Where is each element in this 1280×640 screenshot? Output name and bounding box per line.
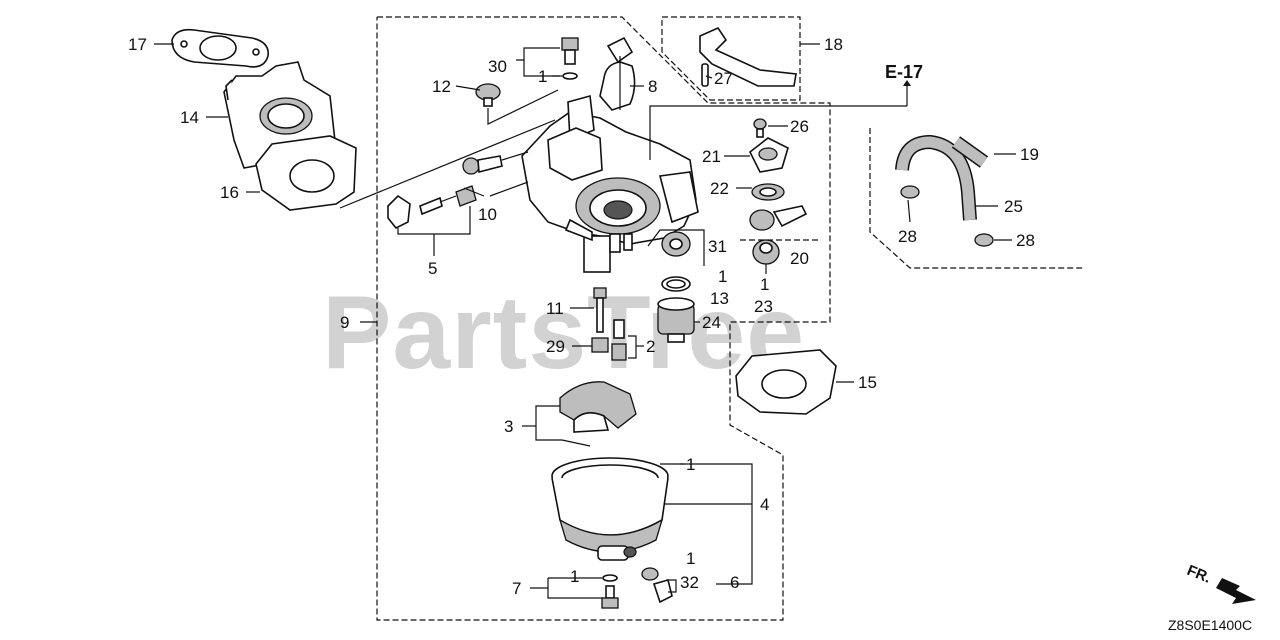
- e17-leader: [649, 105, 907, 140]
- part-28-clip-right: [974, 233, 994, 247]
- callout-22: 22: [710, 179, 729, 198]
- lever-boundary: [661, 16, 801, 101]
- part-31-jet-holder: [647, 229, 705, 266]
- assembly-boundary: [376, 16, 831, 621]
- callout-26: 26: [790, 117, 809, 136]
- e17-arrow-head: [903, 80, 911, 86]
- callout-1-drain: 1: [570, 567, 579, 586]
- callout-7: 7: [512, 579, 521, 598]
- callout-1-top: 1: [538, 67, 547, 86]
- part-10-leader-b: [489, 181, 529, 197]
- callout-1-bowl: 1: [686, 455, 695, 474]
- callout-1-o-ring: 1: [718, 267, 727, 286]
- part-27-pin: [701, 63, 709, 87]
- part-28-clip-left: [900, 185, 920, 199]
- callout-14: 14: [180, 108, 199, 127]
- hose-boundary: [869, 128, 1085, 269]
- part-21-cover: [748, 137, 789, 173]
- callout-16: 16: [220, 183, 239, 202]
- callout-1-valve: 1: [760, 275, 769, 294]
- callout-17: 17: [128, 35, 147, 54]
- part-22-diaphragm: [751, 183, 785, 201]
- part-30-screw: [561, 37, 579, 65]
- callout-28-right: 28: [1016, 231, 1035, 250]
- callout-6: 6: [730, 573, 739, 592]
- part-20-lever: [749, 205, 808, 231]
- part-11-main-nozzle: [593, 287, 607, 333]
- part-10-leader-a: [501, 151, 529, 161]
- callout-15: 15: [858, 373, 877, 392]
- callout-13: 13: [710, 289, 729, 308]
- callout-1-bolt: 1: [686, 549, 695, 568]
- callout-2: 2: [646, 337, 655, 356]
- callout-27: 27: [714, 69, 733, 88]
- callout-31: 31: [708, 237, 727, 256]
- callout-29: 29: [546, 337, 565, 356]
- part-3-float-and-pin: [559, 381, 637, 447]
- front-direction-arrow-icon: [1216, 578, 1256, 604]
- part-18-throttle-lever: [699, 26, 797, 87]
- gasket-alignment-line: [339, 119, 556, 209]
- callout-18: 18: [824, 35, 843, 54]
- part-26-screw: [753, 118, 767, 138]
- callout-10: 10: [478, 205, 497, 224]
- part-24-float: [657, 297, 695, 343]
- callout-21: 21: [702, 147, 721, 166]
- callout-32: 32: [680, 573, 699, 592]
- part-8-choke-lever: [599, 36, 636, 111]
- callout-30: 30: [488, 57, 507, 76]
- callout-3: 3: [504, 417, 513, 436]
- part-1-washer-top: [562, 72, 578, 80]
- callout-12: 12: [432, 77, 451, 96]
- callout-20: 20: [790, 249, 809, 268]
- part-17-gasket: [171, 28, 269, 68]
- part-12-leader: [487, 89, 559, 125]
- callout-23: 23: [754, 297, 773, 316]
- part-7-drain-screw: [601, 585, 619, 609]
- callout-4: 4: [760, 495, 769, 514]
- callout-5: 5: [428, 259, 437, 278]
- part-15-gasket: [735, 349, 837, 415]
- callout-leaders: [154, 43, 1016, 599]
- callout-11: 11: [546, 299, 564, 318]
- callout-28-left: 28: [898, 227, 917, 246]
- part-1-washer-bottom: [602, 574, 618, 582]
- part-5-pilot-screw: [387, 185, 477, 230]
- e17-reference: E-17: [885, 62, 923, 82]
- front-direction-label: FR.: [1185, 562, 1214, 587]
- callout-labels: 17 14 16 12 30 1 8 10 5 9 11 29 2 3 1 4 …: [128, 35, 1039, 598]
- part-32-drain-bolt: [641, 567, 673, 604]
- callout-24: 24: [702, 313, 721, 332]
- callout-25: 25: [1004, 197, 1023, 216]
- watermark: PartsTree: [322, 275, 805, 391]
- callout-9: 9: [340, 313, 349, 332]
- part-12-bolt: [475, 83, 501, 107]
- part-9-carburetor-body: [521, 94, 699, 273]
- part-4-float-bowl: [551, 457, 669, 561]
- part-10-screw: [462, 155, 503, 175]
- part-29-main-jet: [591, 337, 609, 353]
- part-23-float-valve: [752, 239, 780, 265]
- part-16-gasket: [255, 135, 357, 211]
- callout-8: 8: [648, 77, 657, 96]
- part-19-hose: [951, 136, 989, 168]
- callout-19: 19: [1020, 145, 1039, 164]
- diagram-code: Z8S0E1400C: [1168, 617, 1252, 633]
- part-25-fuel-hose: [895, 134, 977, 221]
- part-2-jet-spring: [611, 319, 627, 361]
